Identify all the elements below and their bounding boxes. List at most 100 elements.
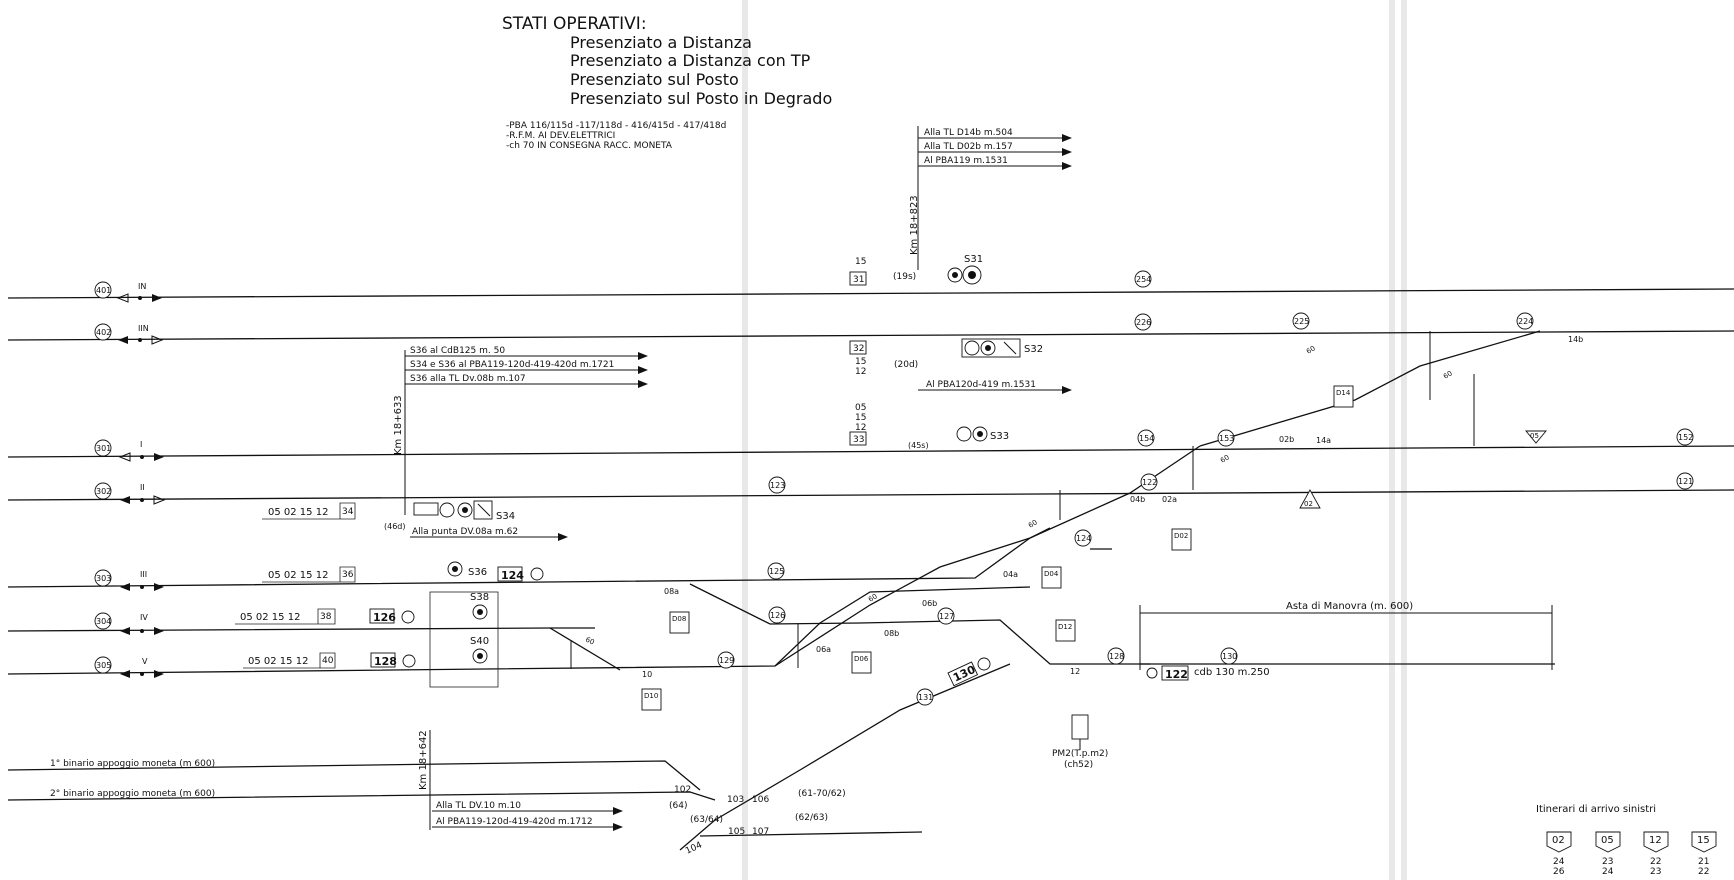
arrow-label: Alla TL DV.10 m.10 <box>436 801 521 811</box>
arrow-label: Alla punta DV.08a m.62 <box>412 527 518 537</box>
code: 15 <box>855 357 866 367</box>
header-title: STATI OPERATIVI: <box>502 14 647 34</box>
code: 15 <box>855 413 866 423</box>
arrow-label: S36 al CdB125 m. 50 <box>410 346 505 356</box>
switch-label: 04a <box>1003 570 1018 579</box>
signal-s31: 15 31 (19s) S31 <box>849 254 983 286</box>
signal-box-num: 32 <box>853 344 864 354</box>
circuit-label: 402 <box>96 328 111 337</box>
mode-remote-tp: Presenziato a Distanza con TP <box>570 51 811 70</box>
bottom-num: (63/64) <box>690 815 723 825</box>
detector-label: D04 <box>1044 570 1059 578</box>
track-circuits-left: 401 IN 402 IIN 301 I 302 II 303 III 304 … <box>94 281 149 674</box>
yard-cdb: cdb 130 m.250 <box>1194 667 1270 678</box>
switch-label: 14a <box>1316 436 1331 445</box>
circuit-label: 224 <box>1518 317 1533 326</box>
signal-box-num: 38 <box>320 612 332 622</box>
circuit-label: 129 <box>719 656 734 665</box>
itinerari-num: 23 <box>1602 857 1613 867</box>
switch-label: 08b <box>884 629 899 638</box>
circuit-label: 123 <box>770 481 785 490</box>
switch-label: 14b <box>1568 335 1583 344</box>
mode-remote: Presenziato a Distanza <box>570 33 752 52</box>
circuit-label: 126 <box>770 611 785 620</box>
bottom-num: 104 <box>684 840 704 856</box>
circuit-label: 124 <box>1076 534 1091 543</box>
switch-label: 02a <box>1162 495 1177 504</box>
switch-label: 02b <box>1279 435 1294 444</box>
speed-label: 60 <box>1305 344 1317 355</box>
itinerari-num: 22 <box>1650 857 1661 867</box>
arrow-label: S36 alla TL Dv.08b m.107 <box>410 374 526 384</box>
switch-labels: 14b 14a 02b 02a 04b 04a 06a 06b 08a 08b … <box>642 335 1583 679</box>
signal-label: S32 <box>1024 344 1043 355</box>
bold-box-num: 128 <box>374 655 397 668</box>
signal-box-num: 34 <box>342 507 354 517</box>
switch-label: 10 <box>642 670 652 679</box>
circuit-label: 303 <box>96 574 111 583</box>
bold-box-num: 122 <box>1165 668 1188 681</box>
track-circuits: 254 226 225 224 154 153 152 123 122 121 … <box>717 270 1694 706</box>
bottom-num: 102 <box>674 785 691 795</box>
note-ch70: -ch 70 IN CONSEGNA RACC. MONETA <box>506 141 673 151</box>
km-marker: Km 18+633 <box>393 395 404 455</box>
track-name: I <box>140 440 142 449</box>
top-arrow-group: Alla TL D14b m.504 Alla TL D02b m.157 Al… <box>918 128 1072 170</box>
mode-local-degraded: Presenziato sul Posto in Degrado <box>570 89 832 108</box>
track-end-markers <box>116 293 166 678</box>
track-name: II <box>140 483 145 492</box>
itinerari-num: 23 <box>1650 867 1661 877</box>
signal-s40: S40 128 <box>370 636 489 668</box>
signal-s36: S36 124 <box>447 561 544 582</box>
mode-local: Presenziato sul Posto <box>570 70 739 89</box>
switch-label: 08a <box>664 587 679 596</box>
approach-label: (19s) <box>893 272 916 282</box>
detector-label: D12 <box>1058 623 1072 631</box>
track-name: V <box>142 657 148 666</box>
switch-label: 12 <box>1070 667 1080 676</box>
switch-label: 05 <box>1530 432 1539 440</box>
approach-label: (46d) <box>384 522 406 531</box>
circuit-label: 125 <box>769 567 784 576</box>
route-code: 05 02 15 12 <box>240 612 300 623</box>
bold-box-num: 126 <box>373 611 396 624</box>
money-track-1: 1° binario appoggio moneta (m 600) <box>50 759 215 769</box>
arrow-label: Al PBA119-120d-419-420d m.1712 <box>436 817 593 827</box>
circuit-label: 304 <box>96 617 111 626</box>
route-code: 05 02 15 12 <box>248 656 308 667</box>
track-separators <box>570 331 1475 669</box>
speed-labels: 60 60 60 60 60 60 <box>584 344 1454 646</box>
route-code: 05 02 15 12 <box>268 507 328 518</box>
note-pba: -PBA 116/115d -117/118d - 416/415d - 417… <box>506 121 726 131</box>
signal-box-num: 33 <box>853 435 864 445</box>
itinerari-num: 24 <box>1602 867 1614 877</box>
circuit-label: 131 <box>918 693 933 702</box>
left-signal-group: 05 02 15 12 34 05 02 15 12 36 05 02 15 1… <box>235 502 356 669</box>
circuit-label: 121 <box>1678 477 1693 486</box>
approach-label: (20d) <box>894 360 918 370</box>
bottom-num: (62/63) <box>795 813 828 823</box>
circuit-label: 154 <box>1139 434 1154 443</box>
switch-label: 06b <box>922 599 937 608</box>
bottom-num: (61-70/62) <box>798 789 846 799</box>
signal-label: S33 <box>990 431 1009 442</box>
code: 15 <box>855 257 866 267</box>
circuit-label: 152 <box>1678 433 1693 442</box>
circuit-label: 301 <box>96 444 111 453</box>
route-code: 05 02 15 12 <box>268 570 328 581</box>
bottom-num: 105 <box>728 827 745 837</box>
itinerari-table: Itinerari di arrivo sinistri 02 24 26 05… <box>1536 804 1717 877</box>
arrow-label: S34 e S36 al PBA119-120d-419-420d m.1721 <box>410 360 614 370</box>
pm2-sub: (ch52) <box>1064 760 1093 770</box>
detector-label: D02 <box>1174 532 1188 540</box>
circuit-label: 401 <box>96 286 111 295</box>
arrow-label: Al PBA119 m.1531 <box>924 156 1008 166</box>
signal-label: S40 <box>470 636 489 647</box>
signal-label: S34 <box>496 511 515 522</box>
signal-s33: 05 15 12 33 (45s) S33 <box>849 403 1009 450</box>
bottom-num: 106 <box>752 795 769 805</box>
arrow-label: Alla TL D02b m.157 <box>924 142 1013 152</box>
tracks <box>7 288 1734 851</box>
switch-label: 06a <box>816 645 831 654</box>
